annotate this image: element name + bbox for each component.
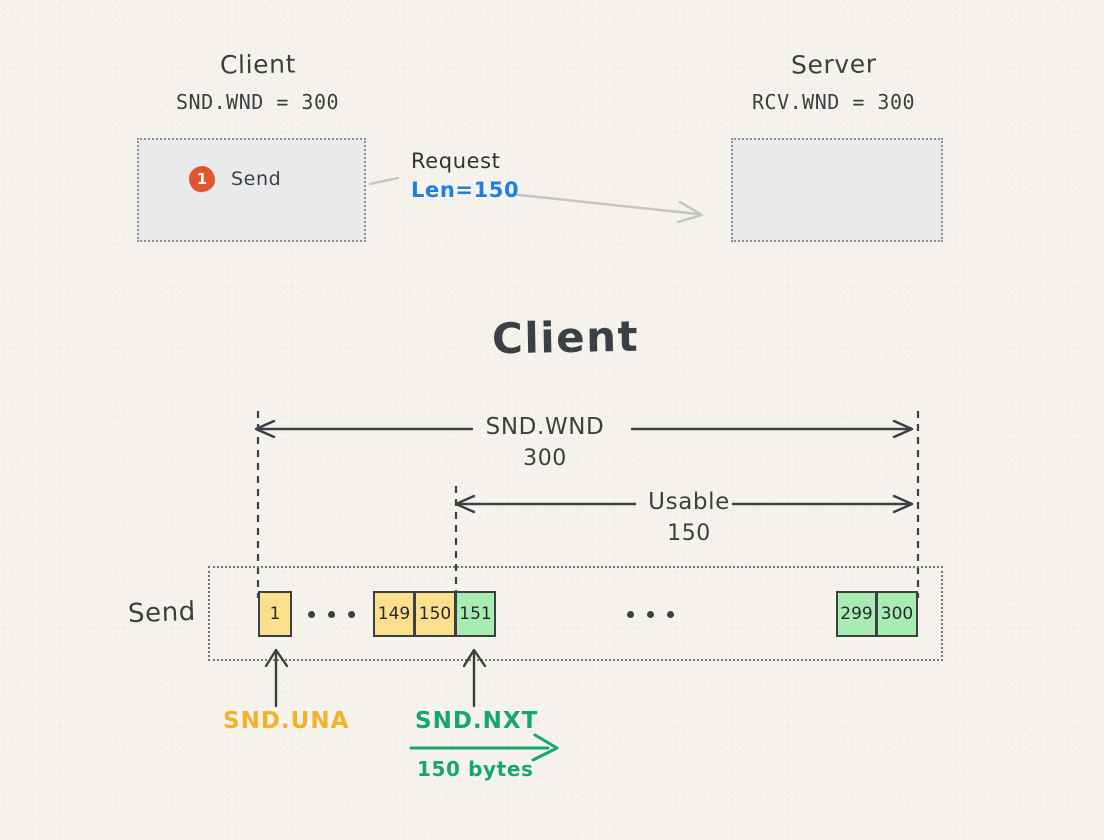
server-node-panel[interactable] (731, 138, 943, 242)
buffer-cell[interactable]: 300 (877, 591, 918, 637)
server-rcv-wnd-value: RCV.WND = 300 (752, 90, 916, 114)
client-send-label: Send (231, 168, 282, 190)
buffer-mid-cell-group: 149 150 151 (373, 591, 496, 637)
snd-wnd-measure-label: SND.WND (485, 414, 605, 440)
snd-wnd-measure-arrow-icon (254, 419, 914, 439)
request-edge-name: Request (411, 149, 501, 173)
snd-nxt-pointer-label: SND.NXT (415, 708, 539, 734)
buffer-cell[interactable]: 149 (373, 591, 415, 637)
client-send-message[interactable]: 1 Send (189, 166, 281, 192)
snd-wnd-measure-value: 300 (523, 446, 567, 471)
message-badge-icon: 1 (189, 166, 215, 192)
buffer-cell[interactable]: 150 (415, 591, 456, 637)
usable-measure-label: Usable (648, 489, 730, 515)
buffer-cell[interactable]: 1 (258, 591, 292, 637)
request-edge-length: Len=150 (411, 178, 520, 202)
buffer-ellipsis-right (627, 611, 674, 618)
client-snd-wnd-value: SND.WND = 300 (176, 90, 340, 114)
buffer-left-cell-group: 1 (258, 591, 292, 637)
usable-measure-value: 150 (667, 521, 711, 546)
client-node-panel[interactable]: 1 Send (137, 138, 366, 242)
buffer-ellipsis-left (308, 611, 355, 618)
usable-measure-arrow-icon (454, 494, 914, 514)
send-buffer-frame[interactable] (208, 566, 943, 661)
buffer-cell[interactable]: 299 (836, 591, 877, 637)
buffer-right-cell-group: 299 300 (836, 591, 918, 637)
request-arrow-icon (368, 176, 704, 224)
snd-una-pointer-label: SND.UNA (223, 708, 350, 734)
buffer-cell[interactable]: 151 (456, 591, 496, 637)
snd-nxt-bytes-note: 150 bytes (417, 757, 534, 781)
